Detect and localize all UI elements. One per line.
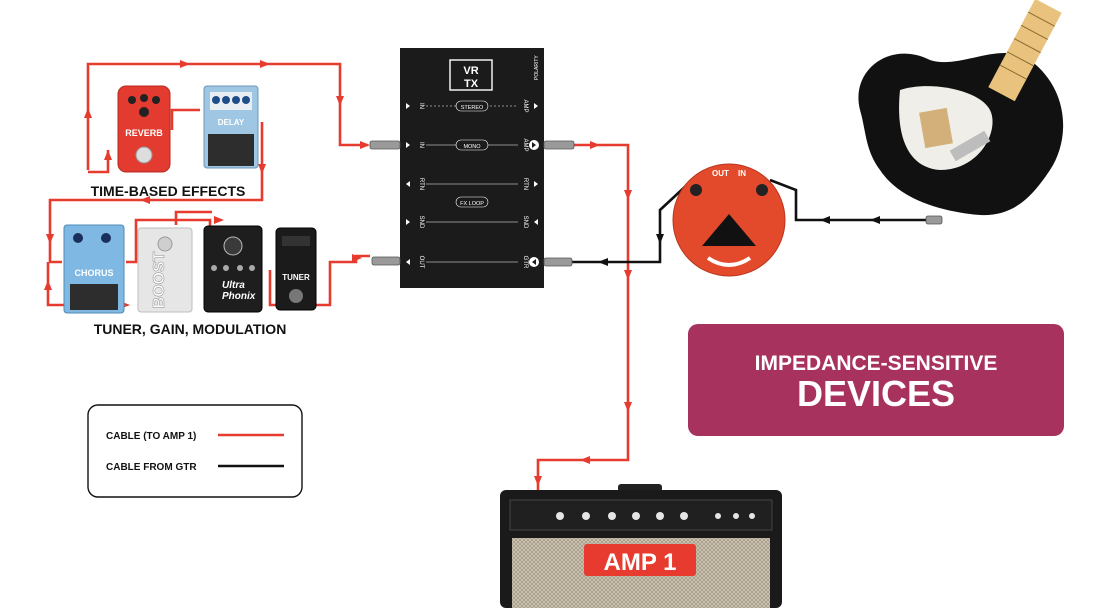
- vrtx-right-labels: AMP AMP RTN SND GTR: [522, 99, 528, 269]
- vrtx-logo-top: VR: [463, 65, 478, 77]
- vrtx-mode-stereo: STEREO: [461, 105, 484, 111]
- vrtx-right-amp-l: AMP: [522, 138, 528, 151]
- vrtx-polarity: POLARITY: [534, 55, 540, 80]
- guitar-icon: [858, 0, 1064, 216]
- vrtx-unit-icon: VR TX POLARITY STEREO MONO FX LOOP IN IN…: [400, 48, 544, 288]
- legend: CABLE (TO AMP 1) CABLE FROM GTR: [87, 404, 303, 498]
- fuzz-out-label: OUT: [712, 169, 729, 178]
- vrtx-row-fxloop: FX LOOP: [455, 196, 489, 208]
- tuner-label: TUNER: [282, 273, 310, 282]
- ultraphonix-pedal: Ultra Phonix: [203, 225, 263, 313]
- vrtx-right-amp-r: AMP: [522, 99, 528, 112]
- ultraphonix-label-2: Phonix: [222, 291, 256, 302]
- vrtx-row-stereo: STEREO: [426, 100, 518, 112]
- vrtx-left-rtn: RTN: [418, 178, 424, 190]
- chorus-label: CHORUS: [74, 268, 113, 278]
- fuzz-in-label: IN: [738, 169, 746, 178]
- chorus-pedal: CHORUS: [63, 224, 125, 314]
- reverb-pedal: REVERB: [117, 85, 171, 173]
- black-arrows: [598, 216, 880, 266]
- ultraphonix-label-1: Ultra: [222, 280, 245, 291]
- group-label-time-based: TIME-BASED EFFECTS: [91, 183, 246, 199]
- delay-pedal: DELAY: [203, 85, 259, 169]
- vrtx-port-markers: [406, 103, 538, 265]
- boost-label: BOOST: [151, 251, 168, 308]
- group-label-tuner-gain-mod: TUNER, GAIN, MODULATION: [94, 321, 287, 337]
- vrtx-left-snd: SND: [418, 216, 424, 229]
- vrtx-right-snd: SND: [522, 216, 528, 229]
- vrtx-left-out: OUT: [418, 256, 424, 269]
- vrtx-mode-mono: MONO: [463, 144, 481, 150]
- vrtx-left-in-l: IN: [418, 142, 424, 148]
- callout-line1: IMPEDANCE-SENSITIVE: [755, 352, 998, 375]
- fuzz-pedal-icon: OUT IN: [672, 163, 786, 277]
- legend-label-red: CABLE (TO AMP 1): [106, 431, 196, 442]
- vrtx-right-gtr: GTR: [522, 256, 528, 269]
- vrtx-logo-bottom: TX: [464, 78, 479, 90]
- delay-label: DELAY: [218, 118, 245, 127]
- impedance-callout: IMPEDANCE-SENSITIVE DEVICES: [688, 324, 1064, 436]
- vrtx-right-rtn: RTN: [522, 178, 528, 190]
- vrtx-row-mono: MONO: [426, 139, 518, 151]
- callout-line2: DEVICES: [797, 373, 955, 414]
- red-arrows: [44, 60, 632, 486]
- amp-label: AMP 1: [604, 549, 677, 576]
- tuner-pedal: TUNER: [275, 227, 317, 311]
- boost-pedal: BOOST: [137, 227, 193, 313]
- reverb-label: REVERB: [125, 128, 163, 138]
- legend-label-black: CABLE FROM GTR: [106, 462, 197, 473]
- vrtx-left-in-r: IN: [418, 103, 424, 109]
- vrtx-left-labels: IN IN RTN SND OUT: [418, 103, 424, 269]
- vrtx-mode-fxloop: FX LOOP: [460, 201, 484, 207]
- amp-icon: AMP 1: [500, 484, 782, 608]
